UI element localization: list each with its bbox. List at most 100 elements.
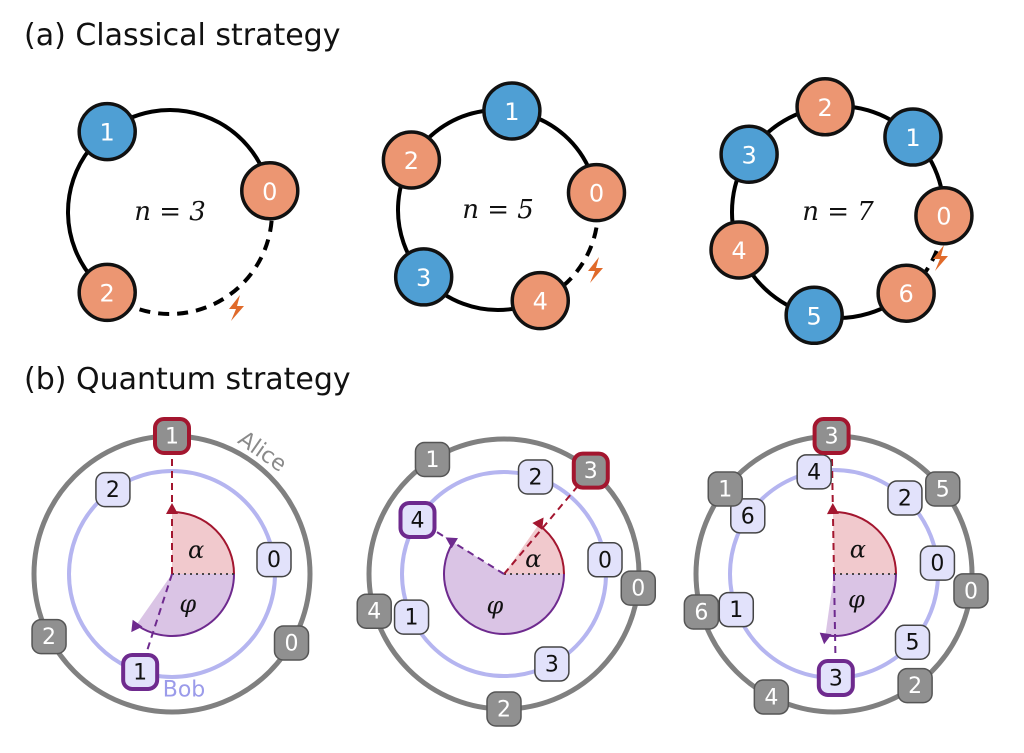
alice-output: 1 — [414, 441, 451, 478]
output-box — [356, 593, 392, 629]
alice-output: 2 — [31, 618, 67, 655]
output-label: 0 — [598, 548, 612, 573]
node-circle — [393, 247, 454, 307]
output-label: 0 — [285, 632, 299, 657]
alpha-sector — [504, 524, 564, 574]
ring-size-label: n = 5 — [462, 195, 534, 225]
ring-size-label: n = 7 — [802, 197, 874, 227]
alice-output: 2 — [486, 691, 522, 727]
phi-label: φ — [179, 590, 196, 618]
node-label: 4 — [731, 237, 746, 265]
phi-sector — [444, 542, 564, 635]
output-label: 5 — [936, 478, 950, 503]
output-box — [620, 570, 657, 606]
alice-output: 3 — [571, 451, 610, 490]
output-box — [730, 498, 766, 534]
ring-node: 1 — [77, 101, 137, 162]
bob-output: 0 — [919, 545, 956, 581]
bob-output: 3 — [534, 646, 570, 682]
output-box — [571, 451, 610, 490]
bob-pointer — [145, 573, 173, 654]
output-label: 1 — [425, 448, 439, 473]
ring-node: 2 — [77, 262, 137, 323]
output-box — [897, 667, 933, 704]
output-label: 4 — [764, 685, 778, 710]
ring-node: 0 — [566, 162, 627, 223]
alice-output: 5 — [924, 471, 961, 507]
bob-output: 2 — [95, 471, 131, 508]
alpha-sector — [172, 512, 234, 574]
output-box — [953, 573, 989, 609]
node-circle — [914, 185, 974, 246]
output-label: 4 — [367, 600, 381, 625]
node-label: 2 — [404, 147, 419, 175]
output-box — [393, 599, 430, 635]
output-label: 2 — [497, 698, 511, 723]
node-circle — [795, 77, 855, 137]
output-box — [587, 542, 623, 578]
output-box — [816, 658, 855, 697]
angle-arrowhead — [445, 537, 458, 549]
node-label: 1 — [100, 119, 115, 147]
output-label: 3 — [825, 425, 839, 450]
ring-size-label: n = 3 — [134, 197, 206, 227]
node-circle — [883, 107, 943, 167]
output-label: 1 — [405, 606, 419, 631]
alice-pointer — [830, 456, 835, 575]
ring-node: 5 — [784, 285, 844, 346]
alice-output: 1 — [153, 417, 191, 455]
alice-output: 4 — [356, 593, 392, 629]
bob-pointer — [833, 573, 837, 659]
output-label: 1 — [718, 478, 732, 503]
output-box — [95, 471, 131, 508]
output-label: 3 — [584, 459, 598, 484]
node-label: 3 — [741, 141, 756, 169]
output-box — [414, 441, 451, 478]
output-box — [753, 679, 790, 715]
alice-output: 0 — [953, 573, 989, 609]
ring-node: 4 — [510, 270, 571, 331]
output-label: 2 — [529, 465, 543, 490]
output-label: 2 — [42, 625, 56, 650]
node-label: 2 — [817, 94, 832, 122]
alice-output: 0 — [620, 570, 657, 606]
node-circle — [719, 124, 779, 185]
bob-output: 1 — [393, 599, 430, 635]
alice-output: 4 — [753, 679, 790, 715]
output-label: 3 — [545, 653, 559, 678]
output-box — [919, 545, 956, 581]
node-label: 2 — [100, 279, 115, 307]
ring-node: 4 — [709, 220, 769, 280]
output-label: 2 — [908, 674, 922, 699]
conflict-edge — [121, 211, 274, 316]
node-circle — [510, 270, 571, 331]
alice-output: 6 — [683, 594, 720, 630]
phi-arc — [825, 573, 897, 637]
alpha-label: α — [188, 536, 204, 564]
output-label: 3 — [829, 666, 843, 691]
output-label: 5 — [905, 631, 919, 656]
output-box — [31, 618, 67, 655]
angle-arrowhead — [532, 517, 544, 530]
bob-output: 1 — [121, 652, 160, 691]
alice-output: 0 — [273, 625, 310, 661]
node-label: 1 — [905, 124, 920, 152]
output-box — [153, 417, 191, 455]
bob-output: 2 — [517, 459, 554, 495]
node-circle — [482, 81, 542, 141]
ring-node: 1 — [482, 81, 542, 141]
angle-arrowhead — [166, 503, 178, 514]
node-circle — [566, 162, 627, 223]
output-box — [796, 454, 832, 490]
output-box — [517, 459, 554, 495]
output-label: 6 — [741, 504, 755, 529]
output-label: 4 — [410, 508, 424, 533]
ring-node: 2 — [795, 77, 855, 137]
node-circle — [77, 262, 137, 323]
alpha-sector — [832, 512, 896, 574]
node-label: 6 — [898, 280, 913, 308]
output-box — [707, 471, 744, 507]
